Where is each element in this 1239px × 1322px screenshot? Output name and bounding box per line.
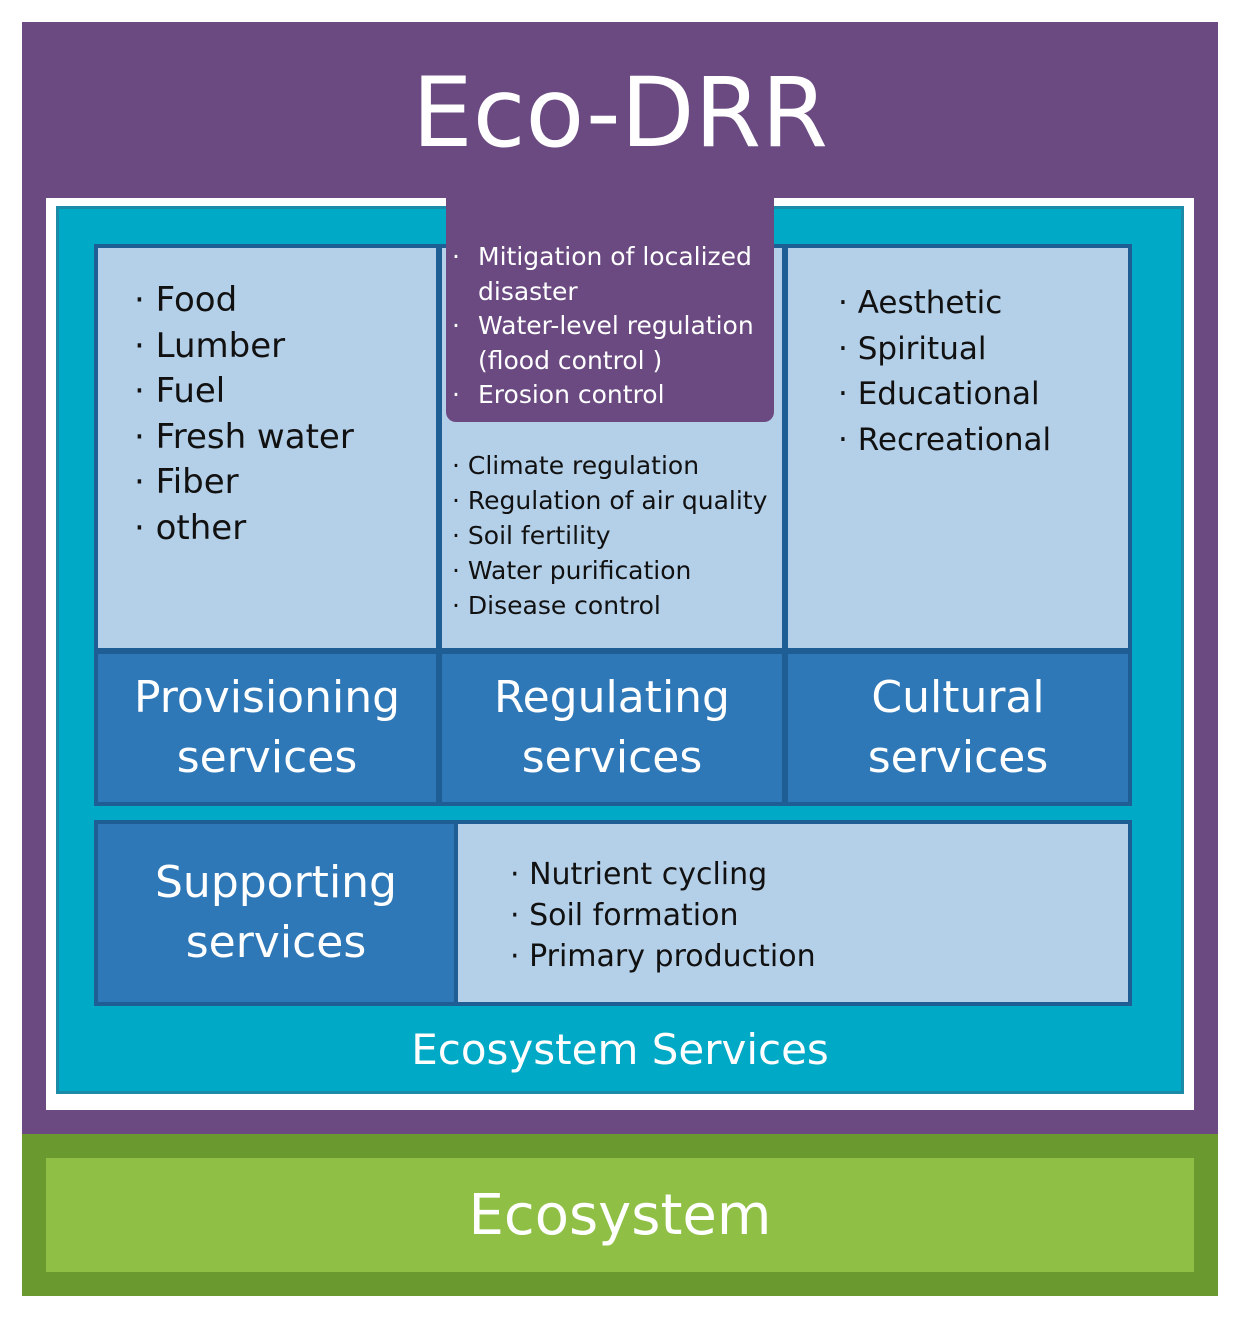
list-item: Nutrient cycling <box>510 854 816 895</box>
list-item: Regulation of air quality <box>452 483 768 518</box>
list-item: Aesthetic <box>838 281 1051 327</box>
provisioning-heading-line1: Provisioning <box>133 672 401 723</box>
ecosystem-bar: Ecosystem <box>46 1158 1194 1272</box>
provisioning-list: Food Lumber Fuel Fresh water Fiber other <box>134 278 354 552</box>
list-item: Spiritual <box>838 327 1051 373</box>
list-item: Soil formation <box>510 895 816 936</box>
ecosystem-services-label: Ecosystem Services <box>411 1025 829 1074</box>
list-item: Mitigation of localized disaster <box>452 240 774 309</box>
supporting-list: Nutrient cycling Soil formation Primary … <box>510 854 816 977</box>
list-item: Erosion control <box>452 378 774 413</box>
list-item: Primary production <box>510 936 816 977</box>
regulating-list: Climate regulation Regulation of air qua… <box>452 448 768 623</box>
provisioning-heading-line2: services <box>176 732 358 783</box>
regulating-heading: Regulating services <box>438 650 786 806</box>
cultural-heading-line2: services <box>867 732 1049 783</box>
eco-drr-title: Eco-DRR <box>412 57 828 169</box>
list-item: Water purification <box>452 553 767 588</box>
list-item: Water-level regulation (flood control ) <box>452 309 774 378</box>
list-item: Soil fertility <box>452 518 767 553</box>
supporting-heading: Supporting services <box>94 820 458 1006</box>
list-item: Recreational <box>838 418 1051 464</box>
list-item: Climate regulation <box>452 448 767 483</box>
supporting-heading-line2: services <box>185 917 367 968</box>
cultural-heading-line1: Cultural <box>871 672 1045 723</box>
regulating-heading-line1: Regulating <box>494 672 730 723</box>
list-item: Fuel <box>134 369 354 415</box>
list-item: Educational <box>838 372 1051 418</box>
list-item: other <box>134 506 354 552</box>
ecosystem-label: Ecosystem <box>468 1182 772 1248</box>
eco-drr-list: Mitigation of localized disaster Water-l… <box>452 240 774 413</box>
list-item: Food <box>134 278 354 324</box>
list-item: Disease control <box>452 588 767 623</box>
regulating-heading-line2: services <box>521 732 703 783</box>
list-item: Fiber <box>134 460 354 506</box>
cultural-heading: Cultural services <box>784 650 1132 806</box>
supporting-heading-line1: Supporting <box>155 857 397 908</box>
list-item: Fresh water <box>134 415 354 461</box>
list-item: Lumber <box>134 324 354 370</box>
cultural-list: Aesthetic Spiritual Educational Recreati… <box>838 281 1051 463</box>
provisioning-heading: Provisioning services <box>94 650 440 806</box>
